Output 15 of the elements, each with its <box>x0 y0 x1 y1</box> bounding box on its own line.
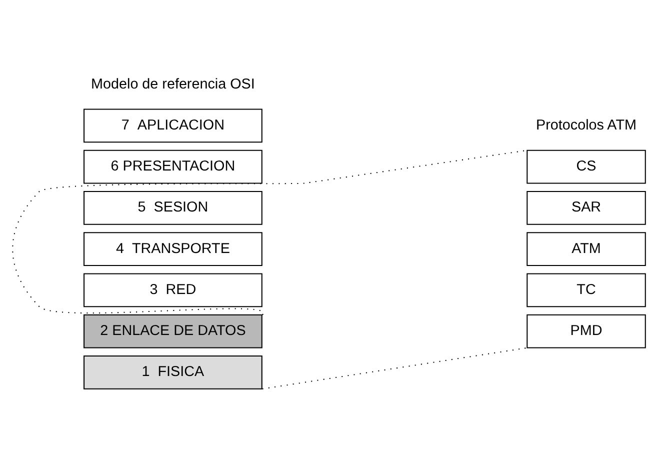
node-box: PMD <box>526 314 646 348</box>
label: Protocolos ATM <box>536 117 636 134</box>
node-box: 6 PRESENTACION <box>84 150 262 184</box>
node-box: SAR <box>526 190 646 225</box>
label: Modelo de referencia OSI <box>91 76 255 92</box>
node-box: 3 RED <box>84 273 262 308</box>
node-box: TC <box>526 273 646 308</box>
node-box: 4 TRANSPORTE <box>84 232 262 266</box>
node-box: 7 APLICACION <box>84 108 262 143</box>
node-box: 2 ENLACE DE DATOS <box>84 314 262 348</box>
connector <box>262 347 528 390</box>
node-box: 5 SESION <box>84 190 262 225</box>
node-box: CS <box>526 150 646 184</box>
node-box: ATM <box>526 232 646 266</box>
node-box: 1 FISICA <box>84 355 262 390</box>
